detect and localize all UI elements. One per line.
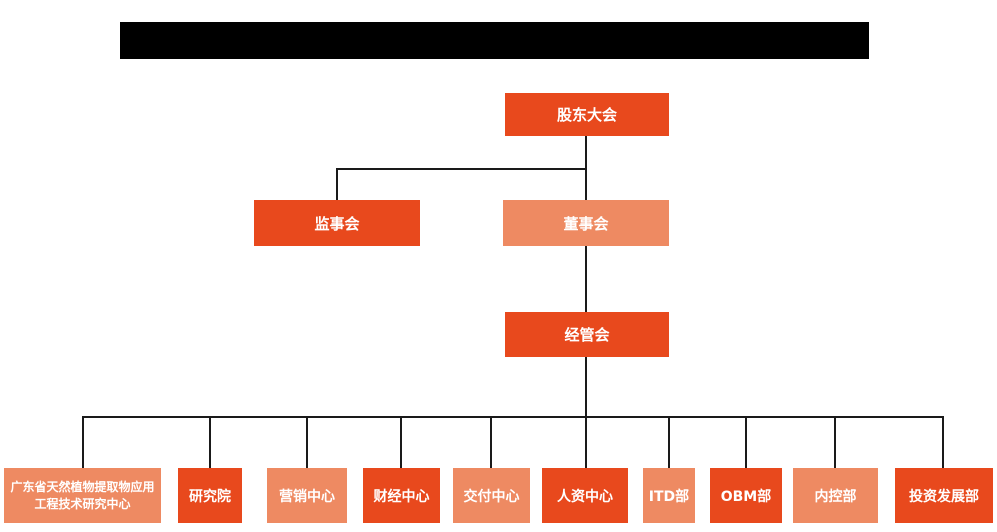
- connector-line: [82, 416, 944, 418]
- org-box-label: 股东大会: [556, 106, 617, 124]
- org-box-delivery-center: 交付中心: [453, 468, 530, 523]
- org-box-gd-plant-extract-research-center: 广东省天然植物提取物应用工程技术研究中心: [4, 468, 161, 523]
- connector-line: [400, 416, 402, 468]
- connector-line: [942, 416, 944, 468]
- org-box-label: 财经中心: [373, 488, 430, 505]
- connector-line: [834, 416, 836, 468]
- connector-line: [336, 168, 587, 170]
- org-box-itd-dept: ITD部: [643, 468, 695, 523]
- org-box-board-of-directors: 董事会: [503, 200, 669, 246]
- connector-line: [306, 416, 308, 468]
- org-box-shareholders-meeting: 股东大会: [505, 93, 669, 136]
- org-box-label: 人资中心: [557, 488, 613, 505]
- connector-line: [585, 168, 587, 200]
- org-box-label: 内控部: [814, 488, 857, 505]
- org-box-label: OBM部: [720, 488, 772, 505]
- org-box-management-committee: 经管会: [505, 312, 669, 357]
- org-box-label: 经管会: [564, 326, 610, 344]
- org-box-label: 广东省天然植物提取物应用工程技术研究中心: [10, 480, 155, 511]
- connector-line: [336, 168, 338, 200]
- org-box-finance-center: 财经中心: [363, 468, 440, 523]
- connector-line: [585, 357, 587, 417]
- connector-line: [209, 416, 211, 468]
- connector-line: [668, 416, 670, 468]
- connector-line: [585, 136, 587, 170]
- org-box-label: 投资发展部: [909, 488, 979, 505]
- org-box-label: 研究院: [189, 488, 231, 505]
- org-box-obm-dept: OBM部: [710, 468, 782, 523]
- org-box-hr-center: 人资中心: [542, 468, 628, 523]
- org-box-supervisory-board: 监事会: [254, 200, 420, 246]
- org-box-label: 营销中心: [279, 488, 335, 505]
- org-box-label: 董事会: [563, 214, 609, 233]
- org-box-label: ITD部: [648, 488, 690, 505]
- org-box-label: 监事会: [314, 214, 360, 233]
- redacted-title-bar: [120, 22, 869, 59]
- connector-line: [490, 416, 492, 468]
- org-box-investment-development-dept: 投资发展部: [895, 468, 993, 523]
- connector-line: [82, 416, 84, 468]
- connector-line: [585, 416, 587, 468]
- org-box-label: 交付中心: [463, 488, 520, 505]
- connector-line: [745, 416, 747, 468]
- org-box-marketing-center: 营销中心: [267, 468, 347, 523]
- org-box-research-institute: 研究院: [178, 468, 242, 523]
- org-box-internal-control-dept: 内控部: [793, 468, 878, 523]
- connector-line: [585, 246, 587, 312]
